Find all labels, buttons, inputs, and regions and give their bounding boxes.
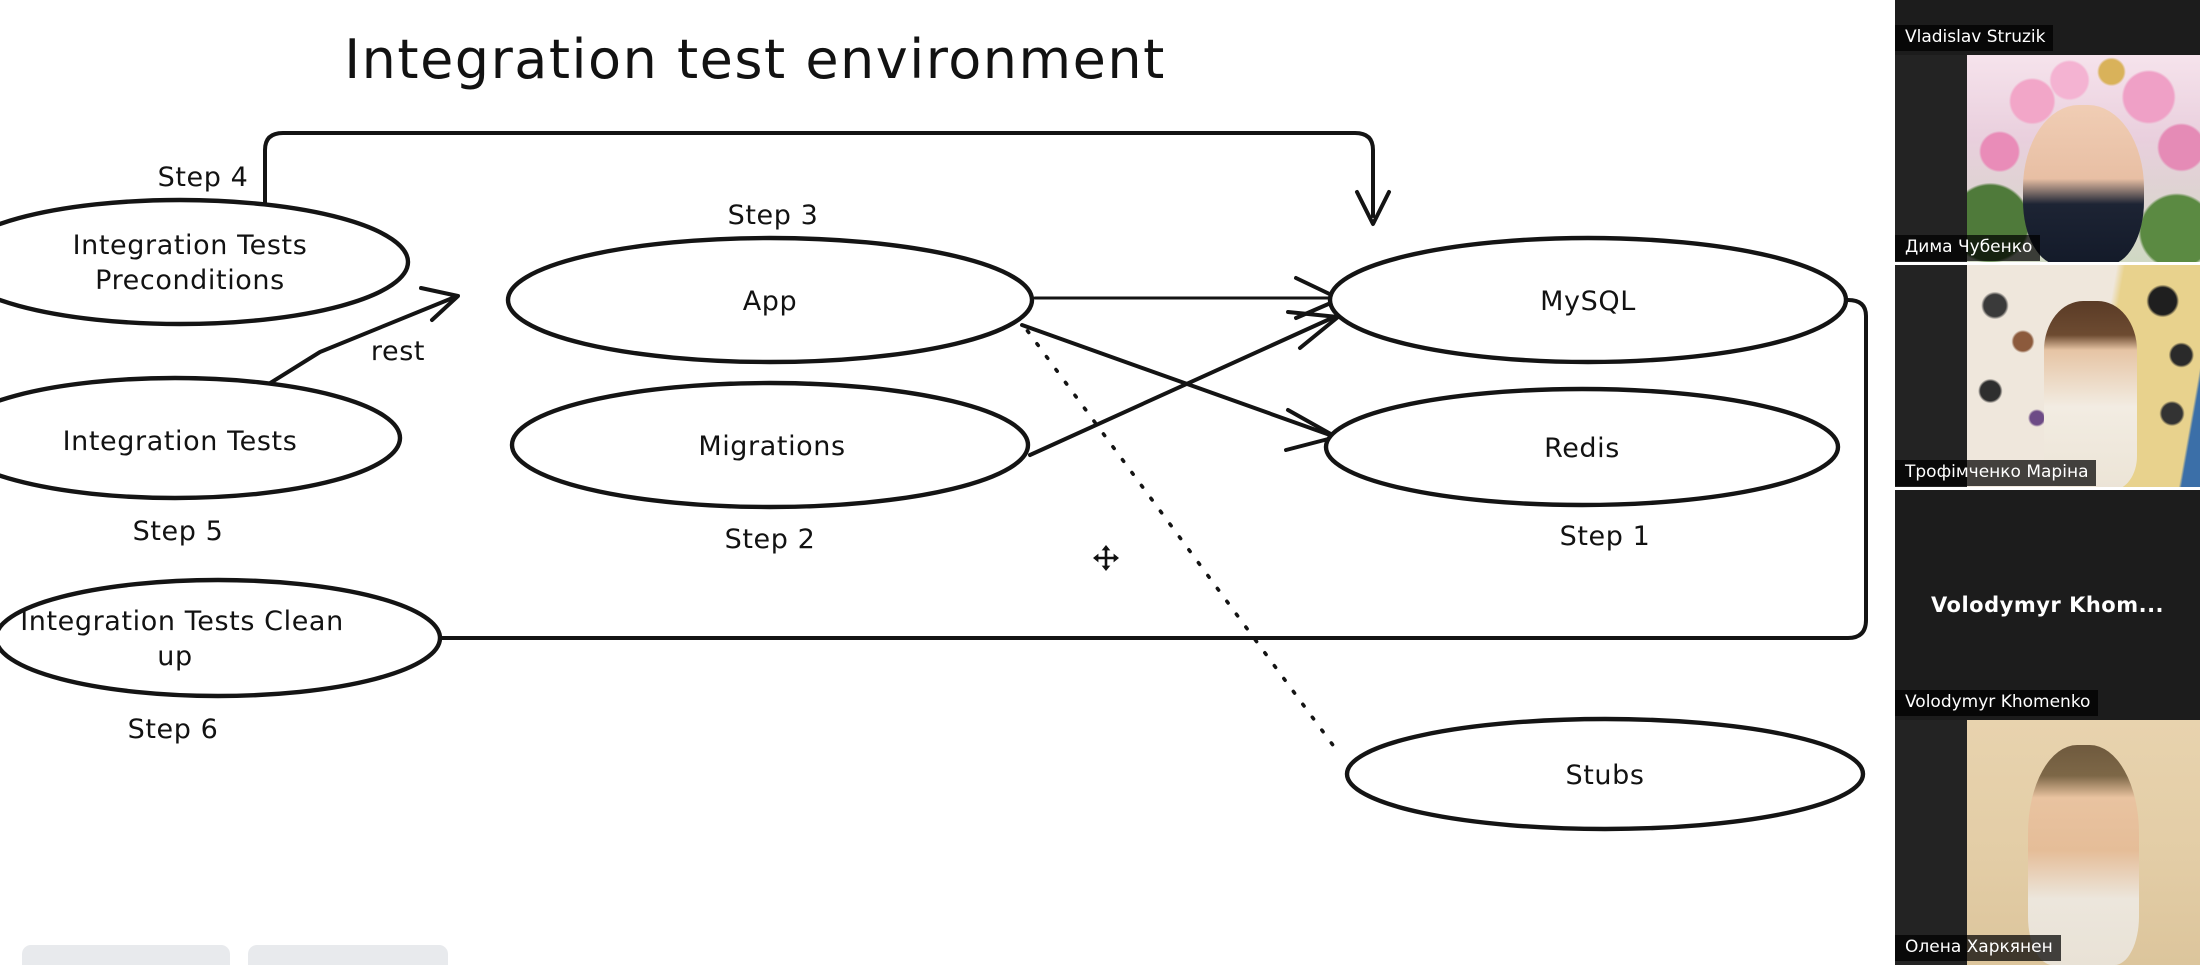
node-migrations-label: Migrations <box>698 431 845 462</box>
participant-avatar-name: Volodymyr Khom... <box>1930 593 2165 617</box>
node-cleanup-label-line1: Integration Tests Clean <box>20 606 344 637</box>
participant-name: Дима Чубенко <box>1895 235 2041 261</box>
participant-tile[interactable]: Олена Харкянен <box>1895 720 2200 965</box>
participant-video <box>1967 265 2200 490</box>
label-step-6: Step 6 <box>128 714 219 745</box>
whiteboard-canvas[interactable]: Integration test environment <box>0 0 1895 965</box>
diagram-title: Integration test environment <box>344 28 1166 91</box>
node-preconditions[interactable] <box>0 197 411 327</box>
node-cleanup-label-line2: up <box>157 641 192 672</box>
participant-video <box>1967 55 2200 265</box>
node-redis[interactable] <box>1323 386 1841 508</box>
diagram-svg: Integration test environment <box>0 28 1868 832</box>
node-migrations[interactable] <box>509 380 1031 510</box>
participant-tile[interactable]: Трофімченко Маріна <box>1895 265 2200 490</box>
arrowhead-preconditions-to-mysql <box>1355 190 1391 226</box>
participant-tile[interactable]: Vladislav Struzik <box>1895 0 2200 55</box>
tile-divider <box>1895 487 2200 490</box>
node-app[interactable] <box>505 235 1035 365</box>
participant-photo <box>1967 720 2200 965</box>
edge-app-to-redis <box>1020 323 1332 437</box>
node-app-label: App <box>743 286 798 317</box>
participant-name: Vladislav Struzik <box>1895 25 2054 51</box>
node-stubs-label: Stubs <box>1565 760 1644 791</box>
arrowhead-integration-tests-to-app <box>419 286 460 322</box>
node-integration-tests[interactable] <box>0 375 403 501</box>
participant-name: Трофімченко Маріна <box>1895 460 2097 486</box>
participant-video <box>1967 720 2200 965</box>
edge-app-to-stubs <box>1016 316 1340 754</box>
label-step-5: Step 5 <box>133 516 224 547</box>
toolbar-button-left[interactable] <box>22 945 230 965</box>
edge-migrations-to-mysql <box>1028 316 1334 457</box>
participant-tile[interactable]: Volodymyr Khom... Volodymyr Khomenko <box>1895 490 2200 720</box>
node-preconditions-label-line1: Integration Tests <box>73 230 308 261</box>
label-step-1: Step 1 <box>1560 521 1651 552</box>
edge-preconditions-to-mysql <box>263 131 1375 232</box>
label-step-2: Step 2 <box>725 524 816 555</box>
tile-divider <box>1895 262 2200 265</box>
label-rest: rest <box>371 336 425 367</box>
participant-name: Олена Харкянен <box>1895 935 2061 961</box>
node-mysql-label: MySQL <box>1540 286 1636 317</box>
participant-tile[interactable]: Дима Чубенко <box>1895 55 2200 265</box>
node-stubs[interactable] <box>1344 716 1866 832</box>
node-redis-label: Redis <box>1544 433 1620 464</box>
node-cleanup[interactable] <box>0 577 443 699</box>
label-step-4: Step 4 <box>158 162 249 193</box>
node-mysql[interactable] <box>1327 235 1849 365</box>
participant-name: Volodymyr Khomenko <box>1895 690 2099 716</box>
participant-photo <box>1967 55 2200 265</box>
edge-cleanup-to-mysql <box>430 298 1868 640</box>
node-preconditions-label-line2: Preconditions <box>95 265 285 296</box>
label-step-3: Step 3 <box>728 200 819 231</box>
node-integration-tests-label: Integration Tests <box>63 426 298 457</box>
participants-sidebar[interactable]: Vladislav Struzik Дима Чубенко Трофімчен… <box>1895 0 2200 965</box>
toolbar-button-right[interactable] <box>248 945 448 965</box>
participant-photo <box>1967 265 2200 490</box>
